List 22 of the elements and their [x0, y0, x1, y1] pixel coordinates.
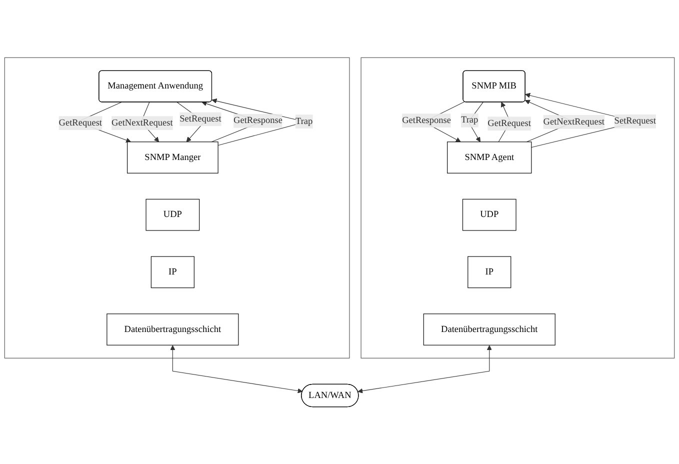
edge-label: GetResponse — [402, 115, 451, 126]
edge-label: GetRequest — [58, 118, 102, 128]
edge-label: GetResponse — [234, 115, 282, 126]
edge-label: SetRequest — [614, 116, 656, 126]
edge-label: GetNextRequest — [112, 118, 173, 128]
node-box: Datenübertragungsschicht — [106, 313, 239, 346]
node-box: SNMP Manger — [127, 141, 218, 174]
edge-label: GetRequest — [488, 118, 531, 128]
node-box: Datenübertragungsschicht — [423, 313, 556, 346]
node-box: UDP — [462, 198, 516, 231]
edge-label: GetNextRequest — [543, 116, 604, 126]
node-box: SNMP Agent — [447, 141, 532, 174]
node-box: UDP — [146, 198, 200, 231]
edge-label: Trap — [296, 116, 313, 126]
cluster — [360, 57, 675, 358]
arrow — [170, 344, 303, 394]
edge-label: SetRequest — [180, 114, 222, 124]
node-box: IP — [150, 256, 194, 288]
edge-label: Trap — [461, 115, 478, 125]
node-box: IP — [468, 256, 512, 288]
arrow — [358, 344, 492, 394]
cluster — [4, 57, 350, 358]
